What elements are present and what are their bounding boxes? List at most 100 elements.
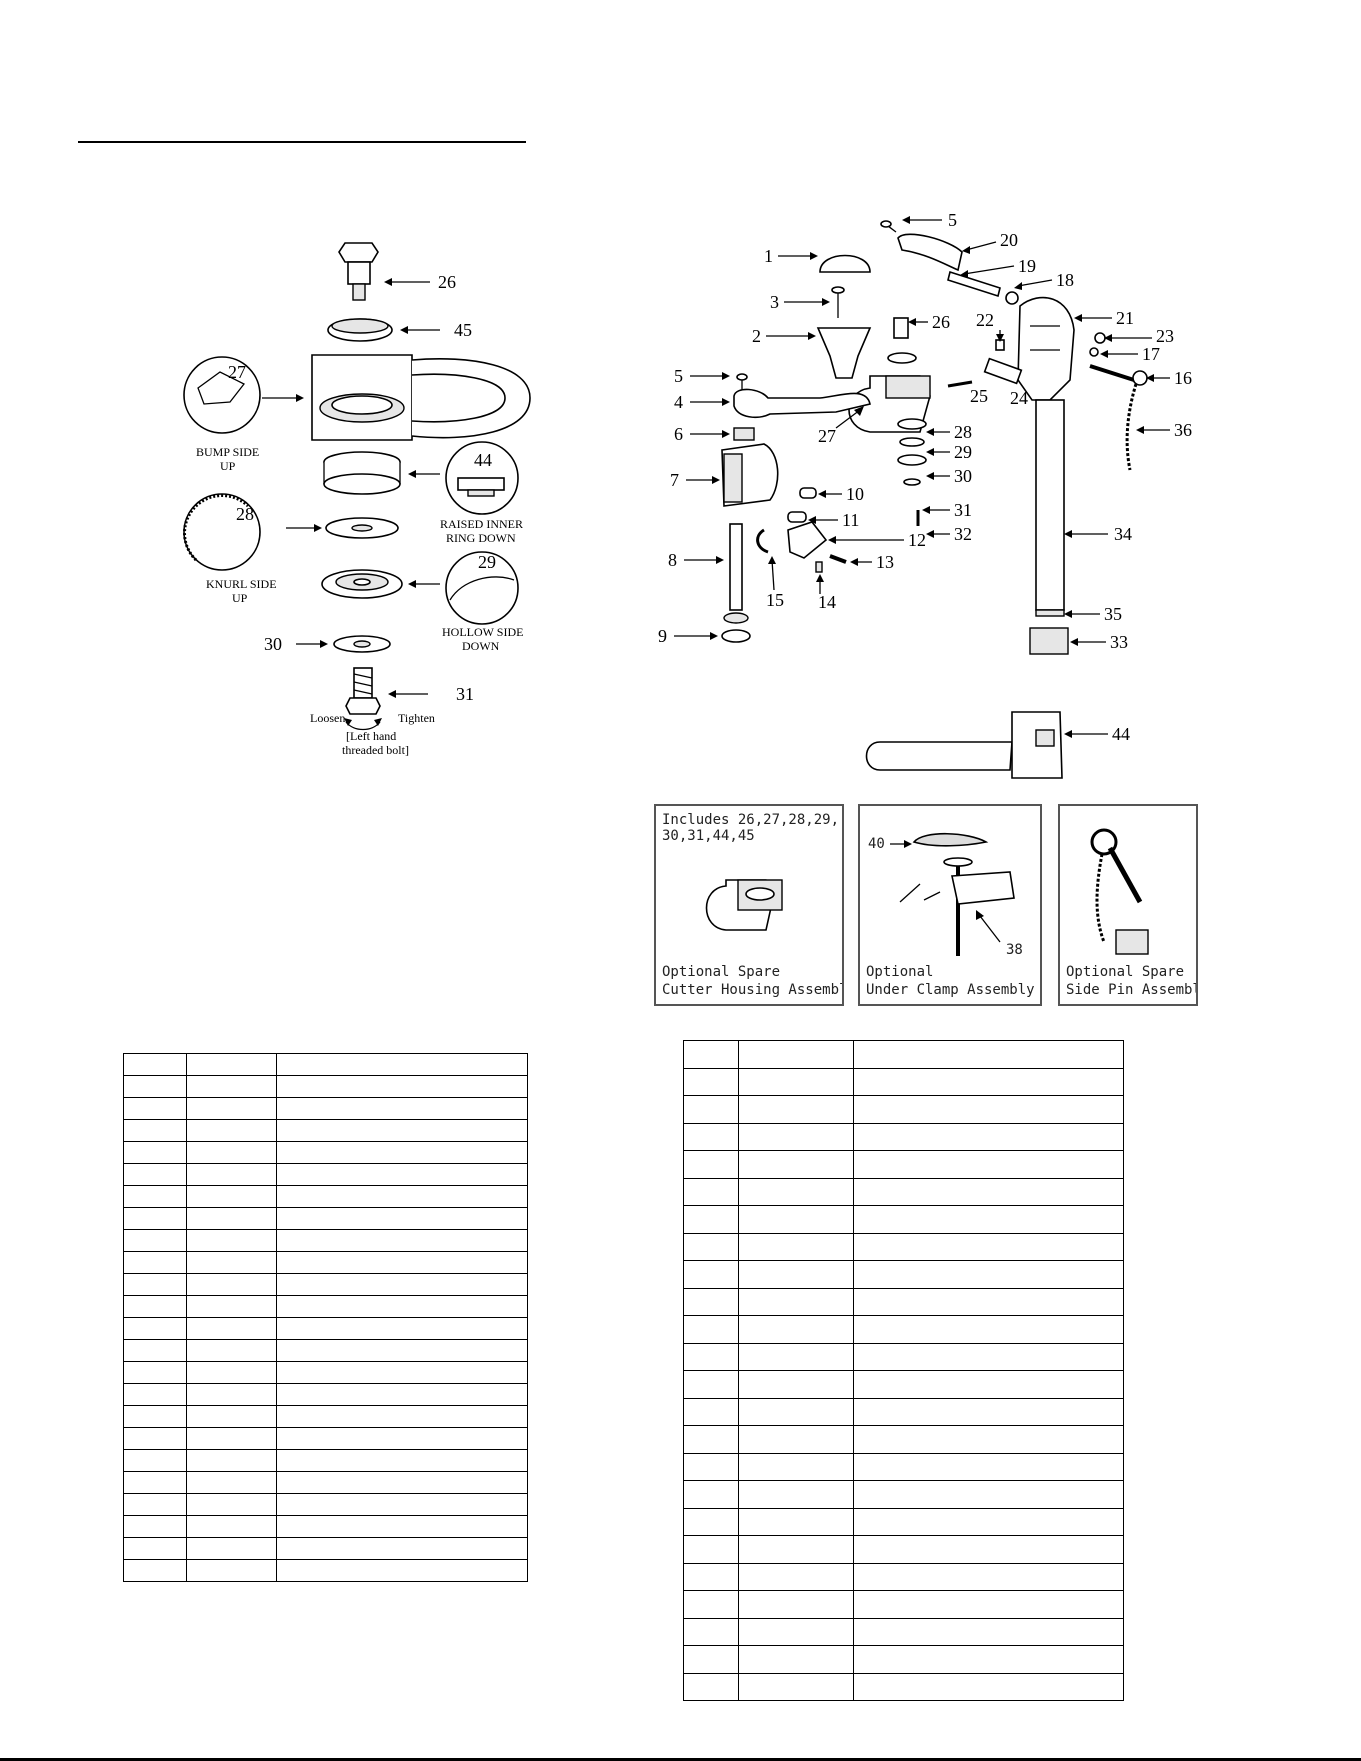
table-row: [683, 1535, 1124, 1564]
part-32-cap: [1029, 627, 1069, 655]
table-cell: [683, 1095, 739, 1124]
table-cell: [683, 1452, 739, 1481]
note-raised-1: RAISED INNER: [440, 517, 523, 531]
part-4-arm: [733, 388, 871, 419]
table-cell: [853, 1095, 1124, 1124]
table-cell: [186, 1229, 277, 1252]
table-cell: [276, 1493, 528, 1516]
table-cell: [683, 1645, 739, 1674]
table-row: [123, 1361, 528, 1384]
table-cell: [853, 1205, 1124, 1234]
table-cell: [853, 1617, 1124, 1646]
svg-text:33: 33: [1110, 632, 1128, 652]
part-8-rod: [729, 523, 743, 611]
callout-27: 27: [228, 362, 246, 382]
table-cell: [853, 1315, 1124, 1344]
table-cell: [738, 1452, 854, 1481]
table-row: [683, 1397, 1124, 1426]
left-exploded-diagram: 26 45 27 BUMP SIDE UP 44 RAISED INNER RI…: [183, 242, 531, 757]
callout-29: 29: [478, 552, 496, 572]
table-row: [683, 1480, 1124, 1509]
table-cell: [276, 1339, 528, 1362]
svg-text:20: 20: [1000, 230, 1018, 250]
note-raised-2: RING DOWN: [446, 531, 516, 545]
svg-text:44: 44: [1112, 724, 1130, 744]
table-cell: [683, 1507, 739, 1536]
svg-text:31: 31: [954, 500, 972, 520]
svg-text:26: 26: [932, 312, 950, 332]
table-cell: [186, 1471, 277, 1494]
table-cell: [683, 1617, 739, 1646]
callout-26: 26: [438, 272, 456, 292]
table-cell: [683, 1122, 739, 1151]
table-cell: [123, 1097, 187, 1120]
table-cell: [853, 1040, 1124, 1069]
svg-text:21: 21: [1116, 308, 1134, 328]
callout-28: 28: [236, 504, 254, 524]
part-27-housing: [311, 354, 531, 441]
table-cell: [853, 1370, 1124, 1399]
table-cell: [276, 1163, 528, 1186]
table-cell: [123, 1163, 187, 1186]
table-row: [683, 1040, 1124, 1069]
table-cell: [853, 1232, 1124, 1261]
table-cell: [276, 1207, 528, 1230]
table-row: [123, 1273, 528, 1296]
table-row: [123, 1515, 528, 1538]
table-cell: [853, 1425, 1124, 1454]
table-cell: [123, 1559, 187, 1582]
table-cell: [683, 1342, 739, 1371]
table-cell: [276, 1361, 528, 1384]
table-cell: [683, 1562, 739, 1591]
table-cell: [186, 1405, 277, 1428]
box42-caption2: Under Clamp Assembly #42: [866, 982, 1040, 998]
box42-label-40: 40: [868, 836, 885, 852]
table-cell: [186, 1053, 277, 1076]
table-cell: [186, 1339, 277, 1362]
table-cell: [123, 1405, 187, 1428]
table-cell: [276, 1537, 528, 1560]
svg-text:11: 11: [842, 510, 859, 530]
svg-text:8: 8: [668, 550, 677, 570]
box41-caption1: Optional Spare: [662, 964, 780, 980]
callout-45: 45: [454, 320, 472, 340]
part-33-bar: [1035, 399, 1065, 611]
table-row: [123, 1251, 528, 1274]
table-row: [683, 1067, 1124, 1096]
table-cell: [276, 1251, 528, 1274]
svg-text:28: 28: [954, 422, 972, 442]
svg-text:24: 24: [1010, 388, 1028, 408]
svg-text:22: 22: [976, 310, 994, 330]
table-cell: [186, 1559, 277, 1582]
table-cell: [186, 1207, 277, 1230]
table-cell: [186, 1383, 277, 1406]
table-cell: [738, 1095, 854, 1124]
table-cell: [738, 1040, 854, 1069]
part-1-cap: [819, 254, 871, 273]
table-cell: [123, 1053, 187, 1076]
table-cell: [683, 1397, 739, 1426]
svg-text:3: 3: [770, 292, 779, 312]
part-36-clamp: [865, 741, 1013, 771]
table-row: [683, 1287, 1124, 1316]
parts-table-grid: [123, 1053, 528, 1582]
part-21-head: [1017, 296, 1075, 401]
table-cell: [186, 1449, 277, 1472]
svg-text:29: 29: [954, 442, 972, 462]
svg-text:2: 2: [752, 326, 761, 346]
table-cell: [683, 1232, 739, 1261]
table-cell: [276, 1141, 528, 1164]
table-cell: [276, 1053, 528, 1076]
table-cell: [683, 1067, 739, 1096]
table-cell: [738, 1205, 854, 1234]
table-row: [123, 1053, 528, 1076]
table-row: [683, 1370, 1124, 1399]
table-cell: [276, 1273, 528, 1296]
box41-caption2: Cutter Housing Assembly #41: [662, 982, 842, 998]
detail-circle-28: [183, 493, 261, 571]
table-cell: [276, 1097, 528, 1120]
table-row: [683, 1260, 1124, 1289]
table-cell: [186, 1163, 277, 1186]
table-row: [683, 1150, 1124, 1179]
table-row: [683, 1672, 1124, 1701]
